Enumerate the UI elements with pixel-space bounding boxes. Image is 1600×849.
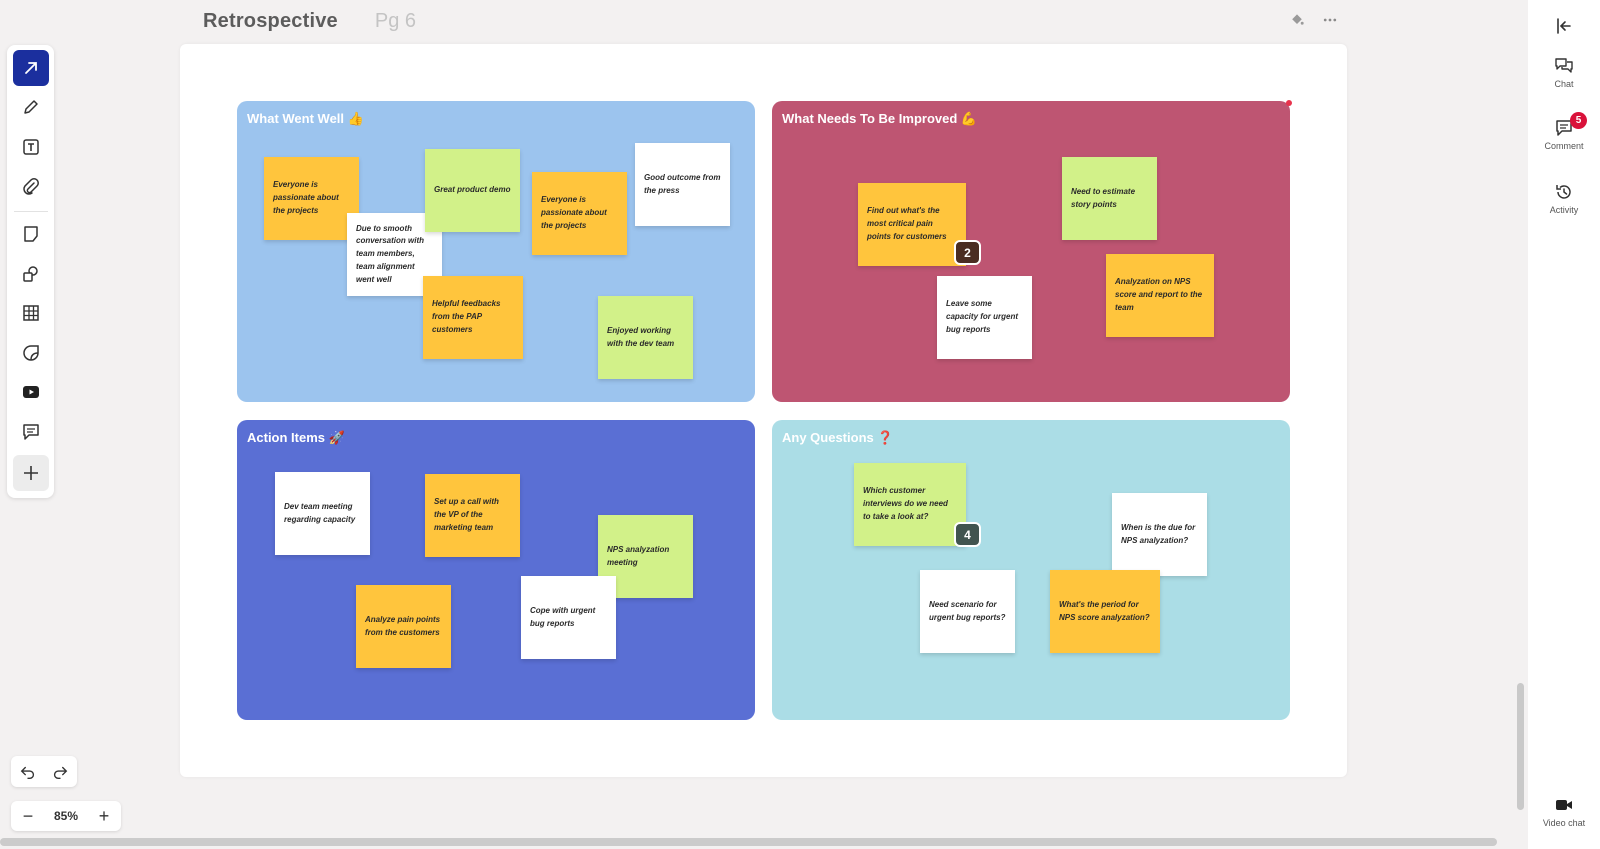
comment-count-badge: 5 bbox=[1570, 112, 1587, 129]
collapse-panel-button[interactable] bbox=[1528, 16, 1600, 36]
table-icon[interactable] bbox=[13, 295, 49, 331]
sticky-note[interactable]: Cope with urgent bug reports bbox=[521, 576, 616, 659]
sticky-note[interactable]: Find out what's the most critical pain p… bbox=[858, 183, 966, 266]
sticky-note[interactable]: Need to estimate story points bbox=[1062, 157, 1157, 240]
sticky-note[interactable]: Everyone is passionate about the project… bbox=[532, 172, 627, 255]
video-camera-icon bbox=[1556, 800, 1572, 810]
sticky-note[interactable]: Which customer interviews do we need to … bbox=[854, 463, 966, 546]
video-chat-button[interactable]: Video chat bbox=[1528, 795, 1600, 828]
quadrant-title: What Went Well 👍 bbox=[247, 111, 364, 126]
vote-count-badge[interactable]: 2 bbox=[954, 240, 981, 265]
comment-button[interactable]: Comment 5 bbox=[1528, 112, 1600, 151]
video-chat-label: Video chat bbox=[1542, 818, 1586, 828]
sticky-note[interactable]: Set up a call with the VP of the marketi… bbox=[425, 474, 520, 557]
quadrant-any-questions[interactable]: Any Questions ❓ bbox=[772, 420, 1290, 720]
sticky-note[interactable]: Good outcome from the press bbox=[635, 143, 730, 226]
paint-bucket-icon[interactable] bbox=[1287, 10, 1307, 30]
text-icon[interactable] bbox=[13, 129, 49, 165]
doc-header: Retrospective Pg 6 bbox=[203, 10, 416, 36]
comment-icon[interactable] bbox=[13, 414, 49, 450]
sticky-note[interactable]: Dev team meeting regarding capacity bbox=[275, 472, 370, 555]
activity-button[interactable]: Activity bbox=[1528, 182, 1600, 215]
left-toolbar bbox=[7, 45, 54, 498]
sticky-note[interactable]: Leave some capacity for urgent bug repor… bbox=[937, 276, 1032, 359]
video-icon[interactable] bbox=[13, 374, 49, 410]
history-icon bbox=[1556, 185, 1571, 199]
chat-label: Chat bbox=[1554, 79, 1574, 89]
attachment-icon[interactable] bbox=[13, 169, 49, 205]
sticky-note[interactable]: Analyzation on NPS score and report to t… bbox=[1106, 254, 1214, 337]
sticky-note[interactable]: Great product demo bbox=[425, 149, 520, 232]
sticky-note[interactable]: Need scenario for urgent bug reports? bbox=[920, 570, 1015, 653]
quadrant-title: Action Items 🚀 bbox=[247, 430, 345, 445]
sticky-note[interactable]: Enjoyed working with the dev team bbox=[598, 296, 693, 379]
vertical-scrollbar[interactable] bbox=[1517, 683, 1524, 810]
zoom-level[interactable]: 85% bbox=[53, 809, 79, 823]
sticky-note[interactable]: Analyze pain points from the customers bbox=[356, 585, 451, 668]
redo-icon[interactable] bbox=[49, 761, 71, 783]
quadrant-title: What Needs To Be Improved 💪 bbox=[782, 111, 978, 126]
collapse-panel-icon bbox=[1557, 18, 1571, 34]
sticky-note[interactable]: When is the due for NPS analyzation? bbox=[1112, 493, 1207, 576]
chat-icon bbox=[1555, 58, 1573, 73]
plus-icon[interactable] bbox=[13, 455, 49, 491]
shapes-icon[interactable] bbox=[13, 256, 49, 292]
comment-label: Comment bbox=[1544, 141, 1584, 151]
zoom-controls: − 85% + bbox=[11, 801, 121, 831]
page-indicator[interactable]: Pg 6 bbox=[374, 10, 417, 32]
toolbar-divider bbox=[14, 211, 48, 212]
pen-icon[interactable] bbox=[13, 89, 49, 125]
more-options-icon[interactable] bbox=[1320, 10, 1340, 30]
horizontal-scrollbar[interactable] bbox=[0, 838, 1497, 846]
right-panel: Chat Comment 5 Activity Video chat bbox=[1528, 0, 1600, 849]
zoom-in-button[interactable]: + bbox=[98, 805, 110, 826]
sticky-note-icon[interactable] bbox=[13, 216, 49, 252]
vote-count-badge[interactable]: 4 bbox=[954, 522, 981, 547]
undo-redo-controls bbox=[11, 756, 77, 787]
sticky-note[interactable]: Everyone is passionate about the project… bbox=[264, 157, 359, 240]
sticky-note[interactable]: What's the period for NPS score analyzat… bbox=[1050, 570, 1160, 653]
activity-label: Activity bbox=[1549, 205, 1579, 215]
sticky-note[interactable]: Helpful feedbacks from the PAP customers bbox=[423, 276, 523, 359]
undo-icon[interactable] bbox=[17, 761, 39, 783]
sticker-icon[interactable] bbox=[13, 335, 49, 371]
select-arrow-icon[interactable] bbox=[13, 50, 49, 86]
quadrant-title: Any Questions ❓ bbox=[782, 430, 894, 445]
document-title[interactable]: Retrospective bbox=[203, 10, 338, 32]
chat-button[interactable]: Chat bbox=[1528, 56, 1600, 89]
cursor-indicator bbox=[1286, 100, 1292, 106]
zoom-out-button[interactable]: − bbox=[22, 805, 34, 826]
